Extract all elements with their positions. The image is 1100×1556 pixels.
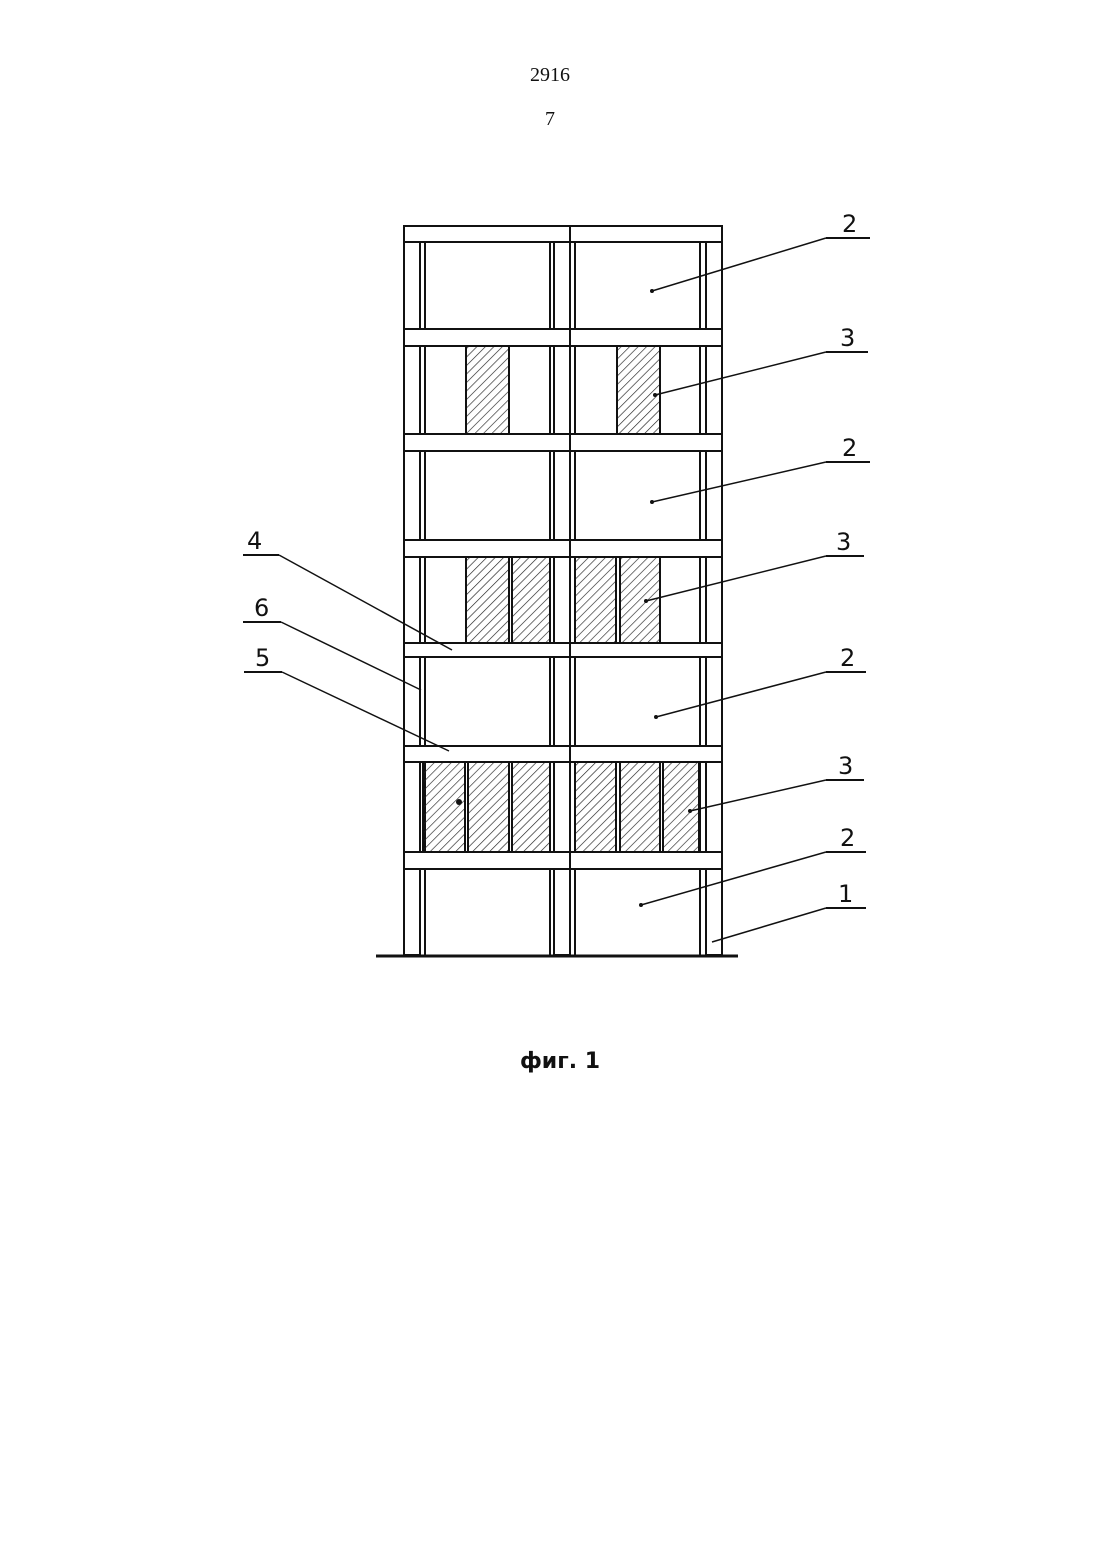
callout-label: 2: [842, 434, 857, 462]
callout-label: 1: [838, 880, 853, 908]
callout-label: 2: [842, 210, 857, 238]
hatched-panel: [512, 557, 550, 643]
callout-5: 5: [244, 644, 449, 751]
callout-label: 2: [840, 644, 855, 672]
callout-label: 3: [838, 752, 853, 780]
hatched-wall-panels: [423, 346, 699, 852]
floor-beam: [404, 746, 722, 762]
callout-label: 2: [840, 824, 855, 852]
callout-3-middle: 3: [646, 528, 864, 601]
hatched-panel: [620, 557, 660, 643]
floor-beam: [404, 852, 722, 869]
callout-1: 1: [712, 880, 866, 942]
callout-label: 3: [840, 324, 855, 352]
floor-beam: [404, 540, 722, 557]
hatched-panel: [423, 762, 465, 852]
callout-label: 4: [247, 527, 262, 555]
floor-beam: [404, 226, 722, 242]
callout-label: 5: [255, 644, 270, 672]
hatched-panel: [466, 557, 509, 643]
callout-6: 6: [243, 594, 421, 690]
hatched-panel: [620, 762, 660, 852]
callout-2-top: 2: [652, 210, 870, 291]
hatched-panel: [663, 762, 699, 852]
hatched-panel: [575, 762, 616, 852]
floor-beam: [404, 329, 722, 346]
hatched-panel: [466, 346, 509, 434]
floor-beam: [404, 434, 722, 451]
hatched-panel: [617, 346, 660, 434]
callout-label: 3: [836, 528, 851, 556]
hatched-panel: [575, 557, 616, 643]
callout-label: 6: [254, 594, 269, 622]
hatched-panel: [468, 762, 509, 852]
hatched-panel: [512, 762, 550, 852]
figure-caption: фиг. 1: [520, 1049, 600, 1074]
